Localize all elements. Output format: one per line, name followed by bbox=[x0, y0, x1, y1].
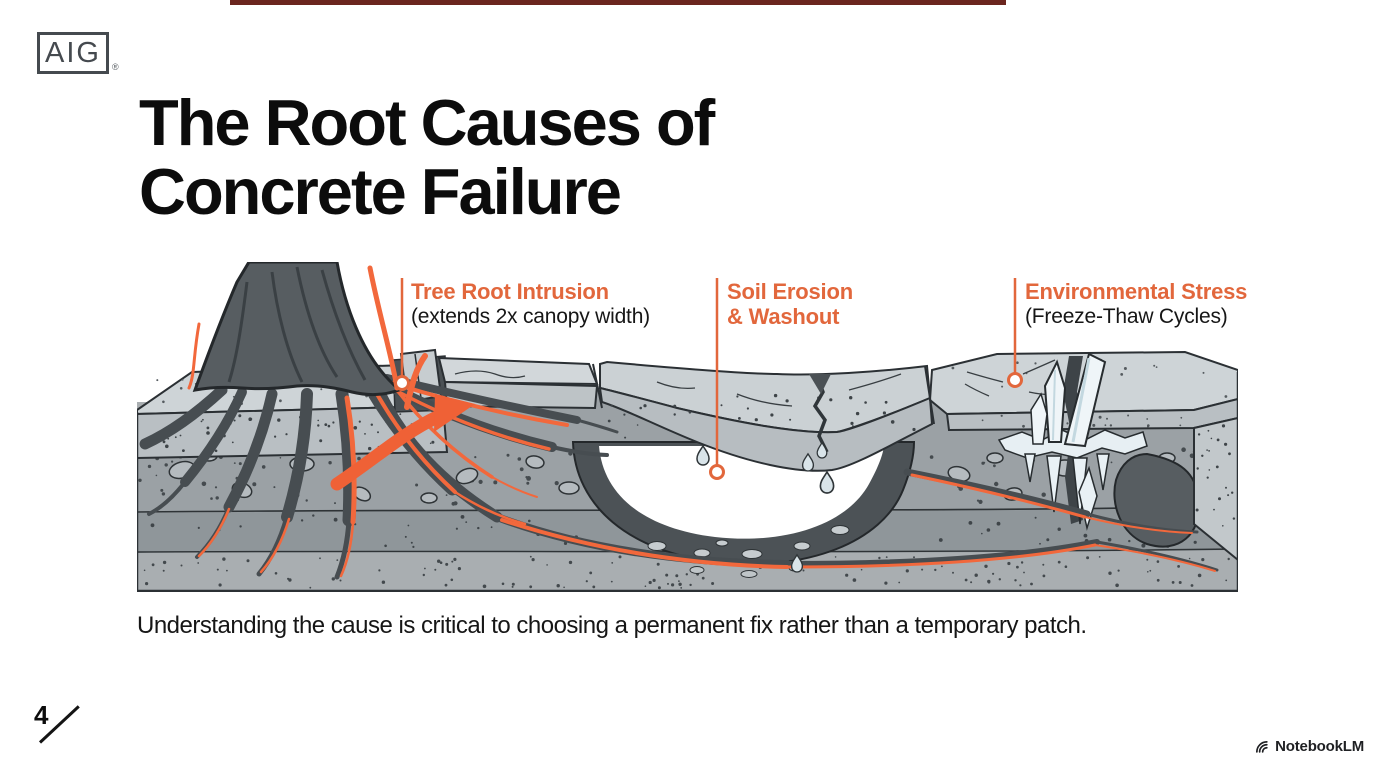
notebooklm-text: NotebookLM bbox=[1275, 738, 1364, 755]
label-soil-erosion: Soil Erosion & Washout bbox=[727, 279, 1047, 329]
expansion-joint-right bbox=[924, 365, 935, 425]
notebooklm-icon bbox=[1256, 741, 1268, 753]
label-title: Environmental Stress bbox=[1025, 279, 1248, 304]
water-droplets bbox=[696, 441, 835, 573]
expansion-joint-left bbox=[592, 363, 603, 409]
title-line-2: Concrete Failure bbox=[139, 155, 622, 228]
page-number: 4 bbox=[34, 700, 49, 730]
title-line-1: The Root Causes of bbox=[139, 86, 715, 159]
leader-dot-environmental bbox=[1007, 372, 1023, 388]
concrete-cross-section-illustration bbox=[137, 262, 1238, 592]
aig-logo-text: AIG bbox=[45, 36, 101, 69]
slab-right-cut-face bbox=[1193, 416, 1238, 562]
leader-lines bbox=[394, 278, 1023, 480]
leader-dot-tree-root bbox=[394, 375, 410, 391]
caption-text: Understanding the cause is critical to c… bbox=[137, 612, 1087, 639]
illustration-border bbox=[137, 372, 1238, 592]
crack-lines bbox=[194, 359, 1064, 453]
label-title: Soil Erosion bbox=[727, 279, 853, 304]
label-title: Tree Root Intrusion bbox=[411, 279, 609, 304]
label-tree-root-intrusion: Tree Root Intrusion (extends 2x canopy w… bbox=[411, 279, 731, 329]
label-subtitle: & Washout bbox=[727, 304, 840, 329]
slab-middle-face bbox=[598, 386, 934, 472]
top-accent-bar bbox=[230, 0, 1006, 5]
lifted-slab-top bbox=[437, 356, 599, 386]
eroded-soil-mass bbox=[1113, 452, 1201, 548]
tree-root-system bbox=[139, 262, 1219, 580]
aig-logo: AIG bbox=[37, 32, 109, 74]
ice-crystals bbox=[997, 352, 1148, 531]
leader-dot-soil-erosion bbox=[709, 464, 725, 480]
label-environmental-stress: Environmental Stress (Freeze-Thaw Cycles… bbox=[1025, 279, 1345, 329]
label-subtitle: (Freeze-Thaw Cycles) bbox=[1025, 305, 1228, 328]
page-title: The Root Causes of Concrete Failure bbox=[139, 86, 715, 228]
label-subtitle: (extends 2x canopy width) bbox=[411, 305, 650, 328]
registered-trademark: ® bbox=[112, 62, 119, 72]
root-intrusion-arrow bbox=[330, 394, 475, 491]
notebooklm-brand: NotebookLM bbox=[1254, 738, 1364, 755]
